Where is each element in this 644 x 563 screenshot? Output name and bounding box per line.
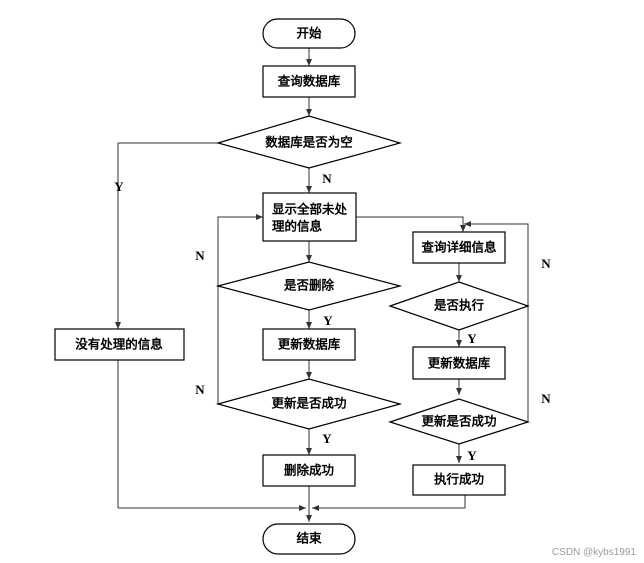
node-execute-success-label: 执行成功 xyxy=(434,472,484,487)
node-query-detail: 查询详细信息 xyxy=(412,231,506,264)
terminator-start xyxy=(262,18,356,49)
node-end-label: 结束 xyxy=(296,531,322,546)
edge-delete-no xyxy=(217,214,263,286)
node-no-unprocessed-label: 没有处理的信息 xyxy=(75,337,163,352)
edge-label-empty-no: N xyxy=(322,171,332,186)
edge-label-delete-yes: Y xyxy=(323,313,333,328)
node-is-execute: 是否执行 xyxy=(388,281,530,331)
terminator-end xyxy=(262,523,356,555)
decision-is-delete xyxy=(215,261,403,311)
node-show-unprocessed-label-line1: 显示全部未处 xyxy=(272,202,348,217)
process-no-unprocessed xyxy=(54,328,185,361)
edge-execute-no xyxy=(464,221,529,306)
edge-execute-success-to-end xyxy=(312,495,466,511)
edge-label-update-left-yes: Y xyxy=(322,431,332,446)
edge-label-update-right-yes: Y xyxy=(467,448,477,463)
node-no-unprocessed: 没有处理的信息 xyxy=(54,328,185,361)
node-end: 结束 xyxy=(262,523,356,555)
node-update-success-right: 更新是否成功 xyxy=(388,398,530,445)
decision-update-success-right xyxy=(388,398,530,445)
process-query-detail xyxy=(412,231,506,264)
node-is-db-empty-label: 数据库是否为空 xyxy=(264,135,353,150)
edge-label-execute-no: N xyxy=(541,256,551,271)
node-is-execute-label: 是否执行 xyxy=(433,298,485,313)
process-update-db-left xyxy=(262,328,356,361)
node-update-success-left-label: 更新是否成功 xyxy=(271,396,346,411)
edge-label-update-right-no: N xyxy=(541,391,551,406)
node-is-delete: 是否删除 xyxy=(215,261,403,311)
node-query-detail-label: 查询详细信息 xyxy=(420,240,497,255)
edge-show-to-detail xyxy=(356,216,466,232)
process-show-unprocessed xyxy=(262,192,357,242)
edge-label-delete-no: N xyxy=(195,248,205,263)
decision-update-success-left xyxy=(215,378,403,430)
process-execute-success xyxy=(412,464,506,496)
node-update-success-right-label: 更新是否成功 xyxy=(421,414,496,429)
node-delete-success: 删除成功 xyxy=(262,454,356,487)
node-show-unprocessed: 显示全部未处 理的信息 xyxy=(262,192,357,242)
node-is-db-empty: 数据库是否为空 xyxy=(215,115,403,169)
node-update-db-left: 更新数据库 xyxy=(262,328,356,361)
node-start-label: 开始 xyxy=(296,26,322,41)
connectors xyxy=(115,48,529,522)
edge-label-update-left-no: N xyxy=(195,382,205,397)
node-update-db-left-label: 更新数据库 xyxy=(278,337,341,352)
watermark: CSDN @kybs1991 xyxy=(552,547,637,558)
decision-is-db-empty xyxy=(215,115,403,169)
node-delete-success-label: 删除成功 xyxy=(284,463,334,478)
process-delete-success xyxy=(262,454,356,487)
node-query-db-label: 查询数据库 xyxy=(277,74,341,89)
node-update-success-left: 更新是否成功 xyxy=(215,378,403,430)
process-query-db xyxy=(262,65,356,98)
edge-label-empty-yes: Y xyxy=(114,179,124,194)
node-update-db-right: 更新数据库 xyxy=(412,346,506,380)
node-is-delete-label: 是否删除 xyxy=(283,278,335,293)
edge-label-execute-yes: Y xyxy=(467,331,477,346)
node-start: 开始 xyxy=(262,18,356,49)
process-update-db-right xyxy=(412,346,506,380)
edge-empty-yes xyxy=(115,142,218,329)
node-show-unprocessed-label-line2: 理的信息 xyxy=(272,219,323,234)
node-query-db: 查询数据库 xyxy=(262,65,356,98)
node-update-db-right-label: 更新数据库 xyxy=(428,356,491,371)
decision-is-execute xyxy=(388,281,530,331)
node-execute-success: 执行成功 xyxy=(412,464,506,496)
